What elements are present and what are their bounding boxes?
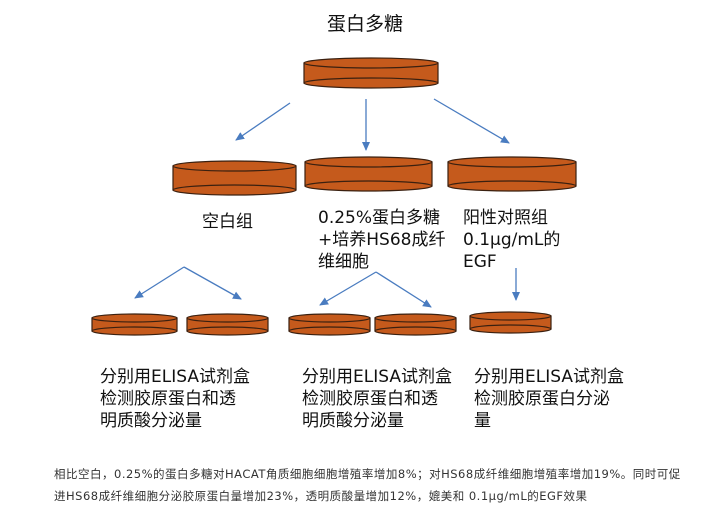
dish-blank-group [172, 160, 297, 196]
dish-top [303, 57, 439, 89]
assay-middle-label: 分别用ELISA试剂盒 检测胶原蛋白和透 明质酸分泌量 [302, 367, 452, 431]
dish-blank-assay-1 [91, 313, 178, 336]
dish-blank-assay-2 [186, 313, 269, 336]
arrow-treatment-split-right [375, 271, 432, 308]
arrow-to-blank [235, 102, 291, 141]
arrow-treatment-split-left [319, 271, 377, 306]
title-label: 蛋白多糖 [327, 13, 404, 35]
arrow-to-positive [433, 98, 510, 144]
blank-group-label: 空白组 [202, 212, 253, 232]
dish-positive-group [447, 156, 577, 192]
arrow-blank-split-left [134, 266, 185, 299]
dish-treatment-assay-1 [288, 313, 371, 336]
dish-treatment-assay-2 [374, 313, 457, 336]
assay-right-label: 分别用ELISA试剂盒 检测胶原蛋白分泌 量 [474, 367, 624, 431]
flow-diagram [91, 57, 577, 336]
treatment-group-label: 0.25%蛋白多糖 +培养HS68成纤 维细胞 [318, 208, 446, 272]
caption-text: 相比空白，0.25%的蛋白多糖对HACAT角质细胞细胞增殖率增加8%；对HS68… [54, 467, 681, 503]
dish-positive-assay [469, 311, 552, 334]
arrow-blank-split-right [183, 266, 242, 300]
assay-left-label: 分别用ELISA试剂盒 检测胶原蛋白和透 明质酸分泌量 [100, 367, 250, 431]
positive-group-label: 阳性对照组 0.1μg/mL的 EGF [463, 208, 561, 272]
dish-treatment-group [304, 156, 433, 192]
